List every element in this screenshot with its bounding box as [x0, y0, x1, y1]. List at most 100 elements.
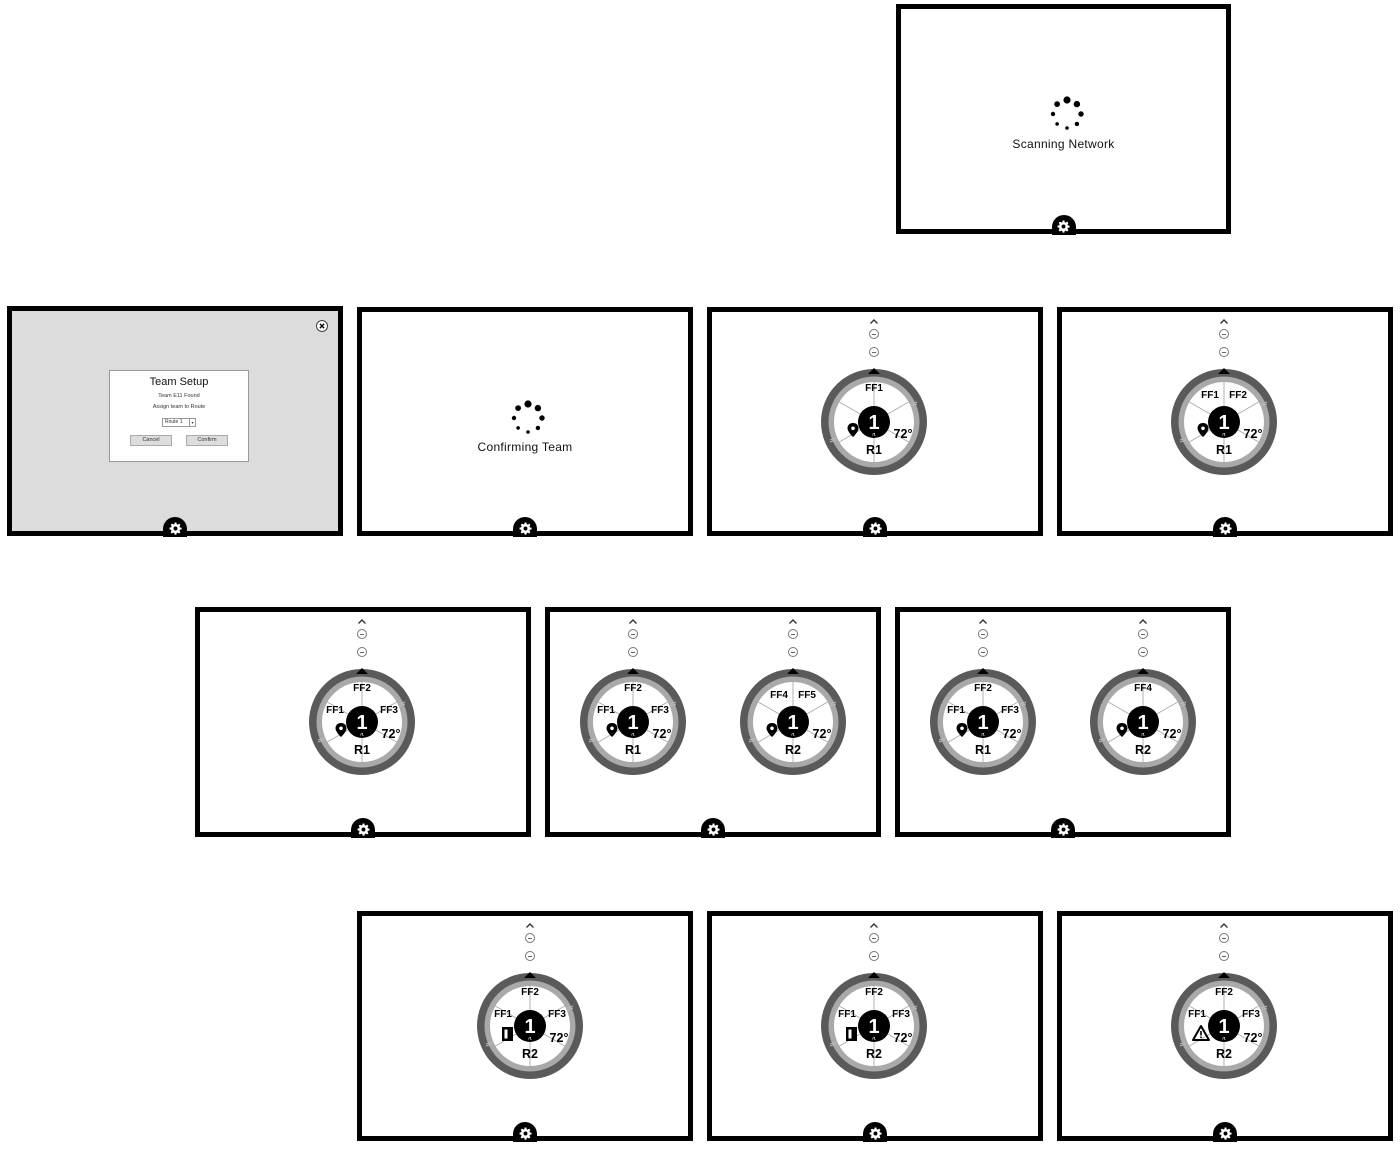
firefighter-label: FF2 — [521, 987, 539, 998]
route-label: R2 — [522, 1047, 538, 1061]
nav-dot[interactable] — [869, 347, 879, 357]
firefighter-label: FF3 — [892, 1009, 910, 1020]
nav-dot[interactable] — [788, 647, 798, 657]
chevron-up-icon[interactable] — [1138, 618, 1148, 625]
nav-dot[interactable] — [1219, 329, 1229, 339]
map-marker-icon — [606, 723, 618, 737]
nav-dot[interactable] — [357, 647, 367, 657]
close-button[interactable] — [316, 320, 328, 332]
firefighter-label: FF1 — [865, 383, 883, 394]
door-icon — [846, 1027, 857, 1041]
chevron-up-icon[interactable] — [525, 922, 535, 929]
settings-button[interactable] — [163, 517, 187, 537]
nav-dot[interactable] — [788, 629, 798, 639]
dial-nav-control[interactable] — [306, 617, 418, 667]
chevron-up-icon[interactable] — [628, 618, 638, 625]
nav-dot[interactable] — [1138, 629, 1148, 639]
nav-dot[interactable] — [1219, 933, 1229, 943]
nav-dot[interactable] — [357, 629, 367, 639]
firefighter-label: FF2 — [974, 683, 992, 694]
team-found-text: Team E11 Found — [158, 393, 200, 399]
dial-nav-control[interactable] — [1168, 921, 1280, 971]
nav-dot[interactable] — [1219, 347, 1229, 357]
gear-icon — [707, 823, 720, 836]
chevron-up-icon[interactable] — [978, 618, 988, 625]
settings-button[interactable] — [1051, 215, 1076, 235]
chevron-up-icon[interactable] — [869, 922, 879, 929]
route-select-value: Route 1 — [165, 419, 183, 425]
top-marker-icon — [1218, 972, 1230, 978]
nav-dot[interactable] — [869, 933, 879, 943]
door-icon — [502, 1027, 513, 1041]
hub-number: 1 — [1218, 412, 1229, 434]
dial-nav-control[interactable] — [1168, 317, 1280, 367]
settings-button[interactable] — [1213, 1122, 1237, 1142]
route-select[interactable]: Route 1 ▾ — [162, 418, 196, 427]
nav-dot[interactable] — [1219, 951, 1229, 961]
firefighter-label: FF2 — [1215, 987, 1233, 998]
team-setup-dialog: Team Setup Team E11 Found Assign team to… — [109, 370, 249, 462]
top-marker-icon — [868, 972, 880, 978]
chevron-up-icon[interactable] — [357, 618, 367, 625]
chevron-up-icon[interactable] — [1219, 318, 1229, 325]
nav-dot[interactable] — [869, 329, 879, 339]
nav-dot[interactable] — [978, 629, 988, 639]
nav-dot[interactable] — [869, 951, 879, 961]
dial-nav-control[interactable] — [737, 617, 849, 667]
chevron-up-icon[interactable] — [869, 318, 879, 325]
nav-dot[interactable] — [1138, 647, 1148, 657]
nav-dot[interactable] — [628, 647, 638, 657]
settings-button[interactable] — [513, 1122, 537, 1142]
settings-button[interactable] — [351, 818, 375, 838]
dial-nav-control[interactable] — [577, 617, 689, 667]
settings-button[interactable] — [863, 517, 887, 537]
hub-number: 1 — [868, 412, 879, 434]
temperature-reading: 72° — [653, 727, 672, 741]
nav-dot[interactable] — [978, 647, 988, 657]
nav-dot[interactable] — [628, 629, 638, 639]
dial-nav-control[interactable] — [1087, 617, 1199, 667]
confirm-button[interactable]: Confirm — [186, 435, 228, 446]
dial-nav-control[interactable] — [818, 317, 930, 367]
settings-button[interactable] — [701, 818, 725, 838]
dial-nav-control[interactable] — [818, 921, 930, 971]
chevron-up-icon[interactable] — [1219, 922, 1229, 929]
route-label: R1 — [625, 743, 641, 757]
dial-nav-control[interactable] — [927, 617, 1039, 667]
settings-button[interactable] — [1051, 818, 1075, 838]
settings-button[interactable] — [863, 1122, 887, 1142]
svg-text:/1: /1 — [1141, 732, 1145, 737]
chevron-up-icon[interactable] — [788, 618, 798, 625]
route-label: R1 — [975, 743, 991, 757]
dial-nav-control[interactable] — [474, 921, 586, 971]
svg-text:/1: /1 — [872, 432, 876, 437]
nav-dot[interactable] — [525, 933, 535, 943]
firefighter-label: FF3 — [380, 705, 398, 716]
top-marker-icon — [627, 668, 639, 674]
cancel-button[interactable]: Cancel — [130, 435, 172, 446]
gear-icon — [357, 823, 370, 836]
svg-text:/1: /1 — [981, 732, 985, 737]
firefighter-label: FF2 — [1229, 390, 1247, 401]
firefighter-label: FF4 — [1134, 683, 1152, 694]
map-marker-icon — [1197, 423, 1209, 437]
settings-button[interactable] — [513, 517, 537, 537]
settings-button[interactable] — [1213, 517, 1237, 537]
route-label: R1 — [1216, 443, 1232, 457]
nav-dot[interactable] — [525, 951, 535, 961]
